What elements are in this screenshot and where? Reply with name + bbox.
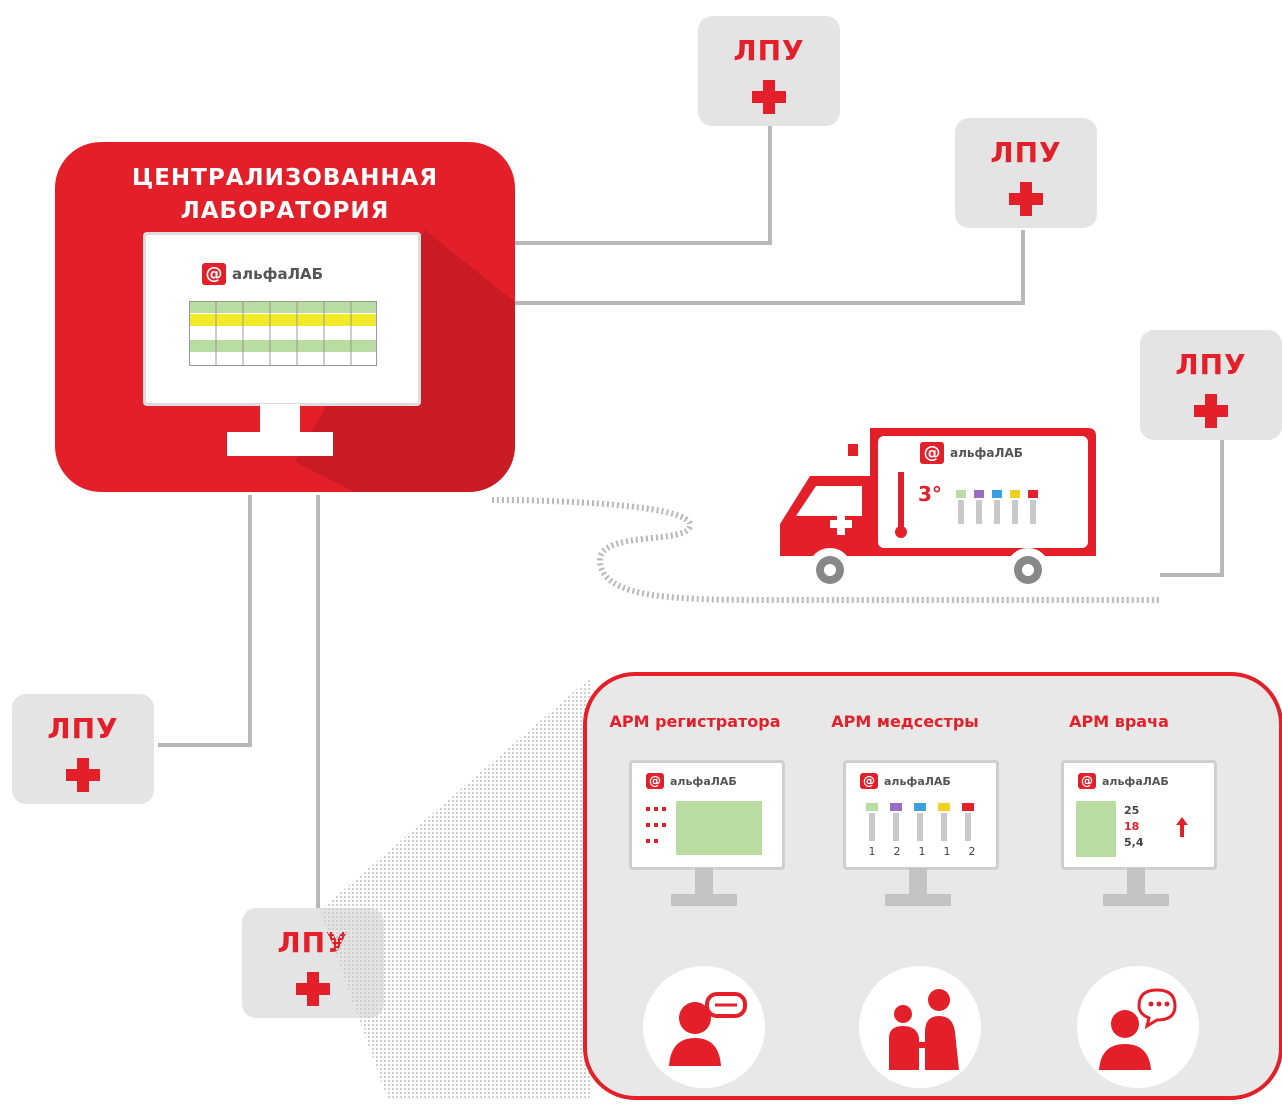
medical-cross-icon: [296, 972, 330, 1006]
lab-monitor: @ альфаЛАБ: [143, 232, 421, 406]
lpu-node: ЛПУ: [12, 694, 154, 804]
ambulance: @ альфаЛАБ 3°: [770, 420, 1100, 598]
medical-cross-icon: [66, 758, 100, 792]
ambulance-temperature: 3°: [918, 482, 942, 506]
tube-count: 1: [918, 845, 926, 858]
lab-title-line2: ЛАБОРАТОРИЯ: [180, 198, 390, 224]
tube-count: 1: [943, 845, 951, 858]
lpu-label: ЛПУ: [990, 136, 1062, 169]
alfalab-logo: @ альфаЛАБ: [646, 773, 737, 789]
alfalab-logo-text: альфаЛАБ: [950, 446, 1023, 460]
monitor-neck: [695, 868, 713, 896]
lpu-node: ЛПУ: [1140, 330, 1282, 440]
alfalab-logo-text: альфаЛАБ: [884, 774, 951, 788]
alfalab-logo: @ альфаЛАБ: [860, 773, 951, 789]
alfalab-logo: @ альфаЛАБ: [920, 442, 1023, 464]
tube-count: 1: [868, 845, 876, 858]
receptionist-icon: [643, 966, 765, 1088]
monitor-neck: [1127, 868, 1145, 896]
alfalab-logo-text: альфаЛАБ: [1102, 774, 1169, 788]
alfalab-logo-text: альфаЛАБ: [232, 265, 324, 283]
tube-count: 2: [893, 845, 901, 858]
lab-title: ЦЕНТРАЛИЗОВАННАЯ ЛАБОРАТОРИЯ: [55, 162, 515, 228]
lab-monitor-neck: [260, 404, 300, 434]
lab-monitor-stand: [227, 432, 333, 456]
monitor-neck: [909, 868, 927, 896]
alfalab-logo-mark: @: [202, 263, 226, 285]
lab-data-table: [189, 301, 377, 366]
medical-cross-icon: [752, 80, 786, 114]
alfalab-logo: @ альфаЛАБ: [202, 263, 323, 285]
alfalab-logo-mark: @: [860, 773, 878, 789]
lab-title-line1: ЦЕНТРАЛИЗОВАННАЯ: [131, 165, 439, 191]
lpu-label: ЛПУ: [733, 34, 805, 67]
alfalab-logo: @ альфаЛАБ: [1078, 773, 1169, 789]
alfalab-logo-mark: @: [920, 442, 944, 464]
doctor-icon: [1077, 966, 1199, 1088]
tube-count: 2: [968, 845, 976, 858]
doctor-value: 18: [1124, 820, 1140, 833]
registrar-monitor: @ альфаЛАБ: [629, 760, 785, 870]
lpu-node: ЛПУ: [955, 118, 1097, 228]
lpu-node: ЛПУ: [698, 16, 840, 126]
workstation-title: АРМ медсестры: [831, 712, 979, 731]
workstations-panel: АРМ регистратора АРМ медсестры АРМ врача…: [583, 672, 1282, 1100]
doctor-value: 5,4: [1124, 836, 1144, 849]
lpu-label: ЛПУ: [1175, 348, 1247, 381]
workstation-title: АРМ регистратора: [609, 712, 781, 731]
alfalab-logo-mark: @: [1078, 773, 1096, 789]
medical-cross-icon: [1009, 182, 1043, 216]
nurse-patient-icon: [859, 966, 981, 1088]
nurse-tube-counts: 1 2 1 1 2: [866, 845, 978, 858]
central-laboratory: ЦЕНТРАЛИЗОВАННАЯ ЛАБОРАТОРИЯ @ альфаЛАБ: [55, 142, 515, 492]
doctor-values: 25 18 5,4: [1124, 803, 1144, 851]
monitor-stand: [671, 894, 737, 906]
alfalab-logo-text: альфаЛАБ: [670, 774, 737, 788]
lpu-label: ЛПУ: [47, 712, 119, 745]
doctor-value: 25: [1124, 804, 1140, 817]
registrar-screen-content: [646, 801, 762, 855]
nurse-monitor: @ альфаЛАБ 1 2 1 1 2: [843, 760, 999, 870]
monitor-stand: [1103, 894, 1169, 906]
medical-cross-icon: [1194, 394, 1228, 428]
doctor-monitor: @ альфаЛАБ 25 18 5,4: [1061, 760, 1217, 870]
nurse-tubes: [866, 803, 974, 841]
ambulance-body-icon: [780, 428, 1096, 592]
monitor-stand: [885, 894, 951, 906]
workstation-title: АРМ врача: [1069, 712, 1169, 731]
doctor-results-table: [1076, 801, 1116, 857]
alfalab-logo-mark: @: [646, 773, 664, 789]
arrow-up-icon: [1176, 817, 1188, 837]
